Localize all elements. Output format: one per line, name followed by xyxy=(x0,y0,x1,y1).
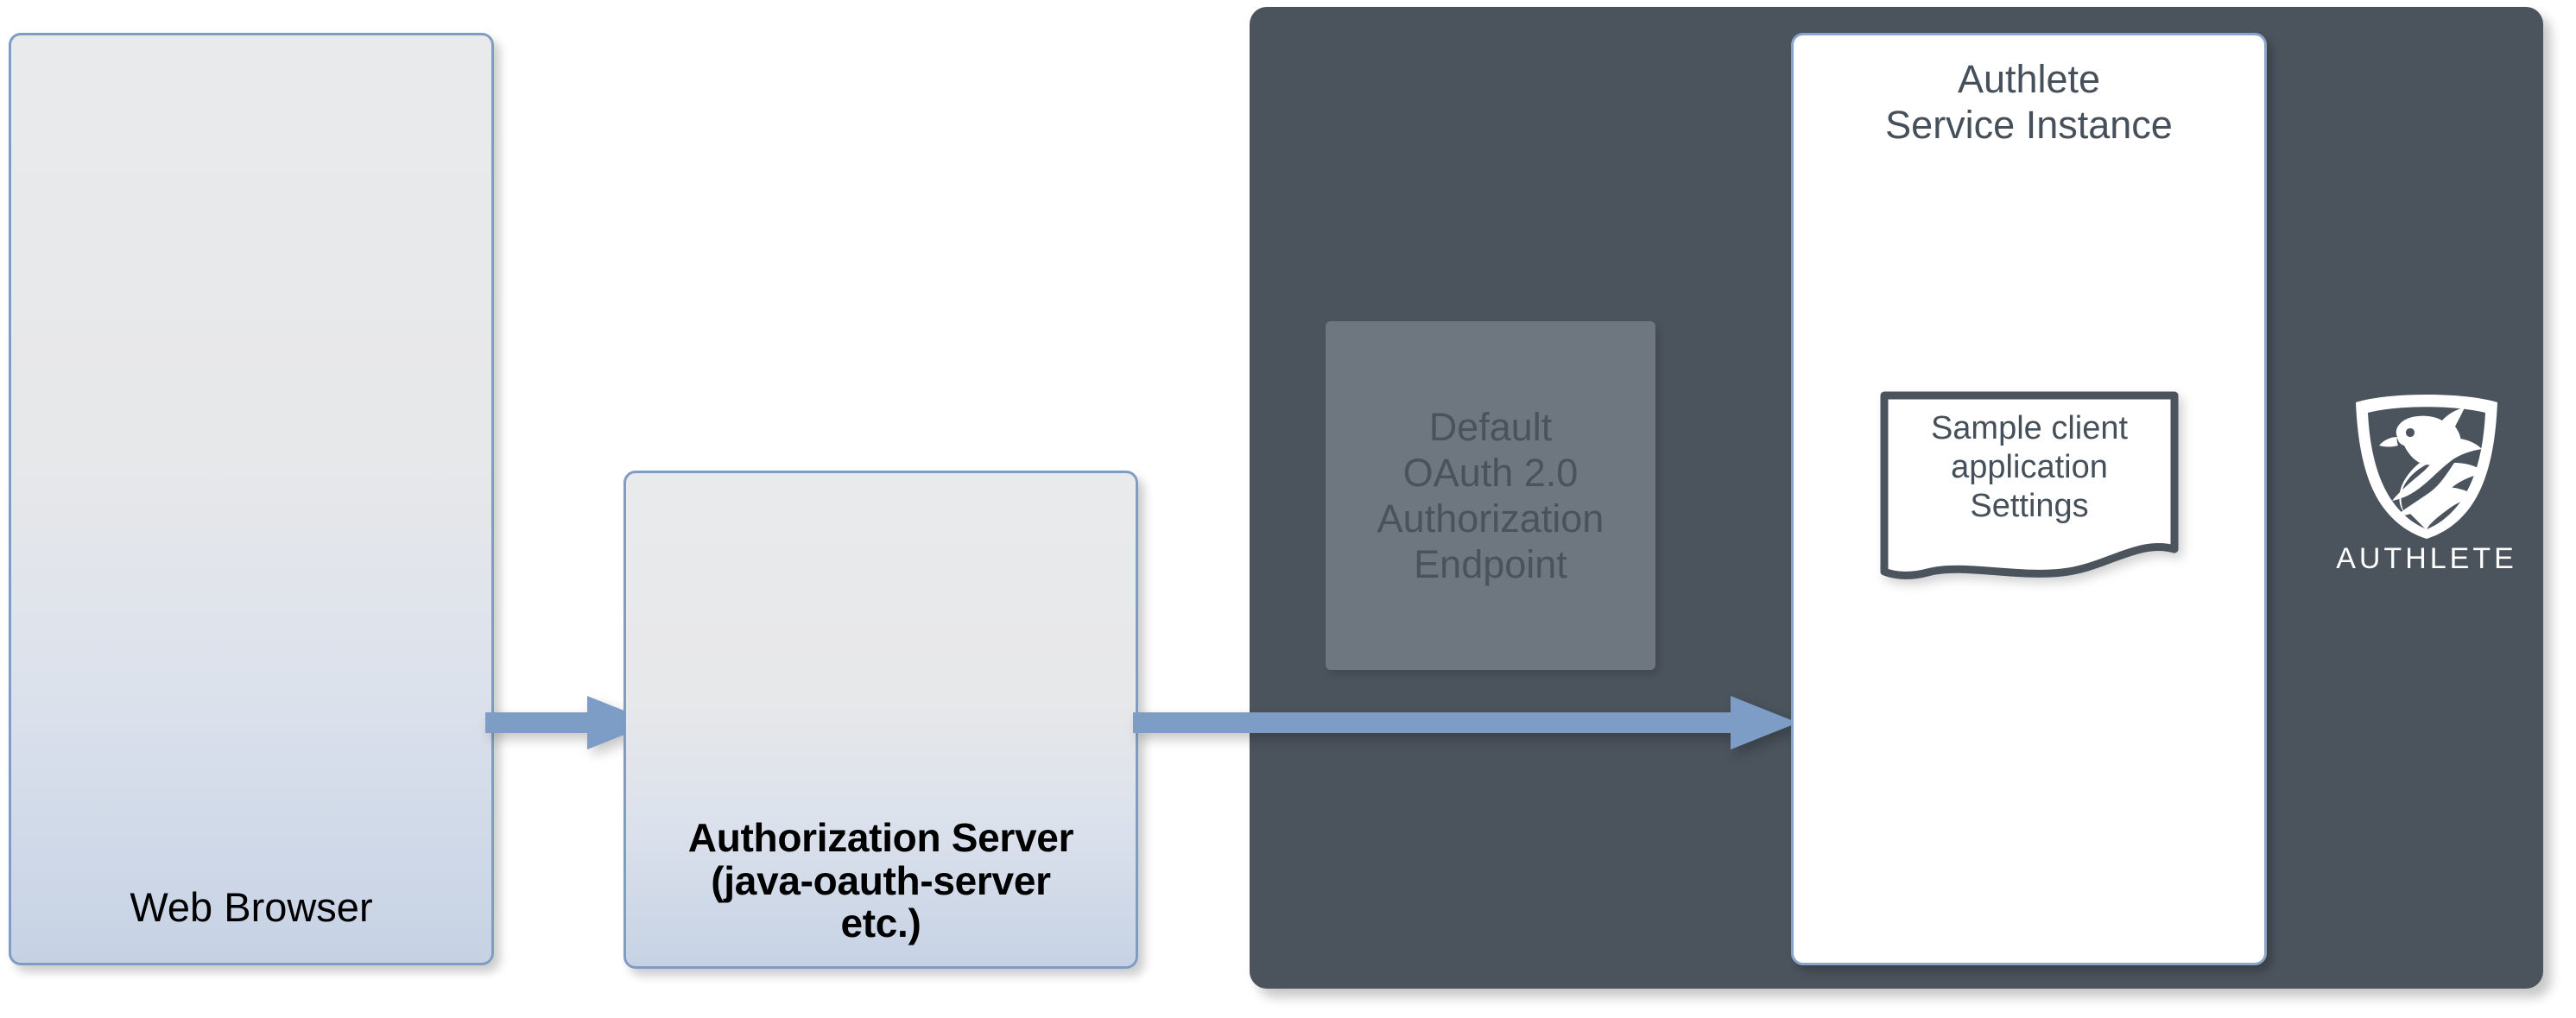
default-oauth-authorization-endpoint-box[interactable]: Default OAuth 2.0 Authorization Endpoint xyxy=(1326,321,1655,670)
default-endpoint-line1: Default xyxy=(1428,404,1553,449)
client-settings-line2: application xyxy=(1951,448,2108,485)
client-settings-label: Sample client application Settings xyxy=(1879,409,2180,525)
authorization-server-box[interactable]: Authorization Server (java-oauth-server … xyxy=(623,471,1138,969)
default-endpoint-line2: OAuth 2.0 xyxy=(1402,450,1579,495)
web-browser-label: Web Browser xyxy=(130,884,373,931)
arrow-browser-to-server-icon xyxy=(485,696,655,749)
client-settings-line1: Sample client xyxy=(1930,410,2129,446)
default-endpoint-label: Default OAuth 2.0 Authorization Endpoint xyxy=(1377,404,1604,587)
client-settings-line3: Settings xyxy=(1970,487,2089,524)
authorization-server-label-line3: etc.) xyxy=(840,901,921,946)
document-shape-icon xyxy=(1880,391,2179,579)
service-instance-title-line1: Authlete xyxy=(1957,57,2101,101)
service-instance-title: Authlete Service Instance xyxy=(1794,56,2264,148)
web-browser-box[interactable]: Web Browser xyxy=(9,33,494,965)
authorization-server-label-line2: (java-oauth-server xyxy=(711,857,1051,903)
arrow-server-to-authlete-icon xyxy=(1133,696,1798,749)
authlete-wordmark: AUTHLETE xyxy=(2336,542,2517,575)
service-instance-title-line2: Service Instance xyxy=(1885,103,2173,148)
default-endpoint-line3: Authorization xyxy=(1377,496,1604,541)
sample-client-application-settings-document[interactable]: Sample client application Settings xyxy=(1879,390,2180,582)
default-endpoint-line4: Endpoint xyxy=(1414,542,1567,587)
authlete-logo: AUTHLETE xyxy=(2326,387,2527,585)
authlete-shield-griffin-icon xyxy=(2351,387,2503,541)
authorization-server-label: Authorization Server (java-oauth-server … xyxy=(626,814,1136,966)
authorization-server-label-line1: Authorization Server xyxy=(687,814,1074,860)
